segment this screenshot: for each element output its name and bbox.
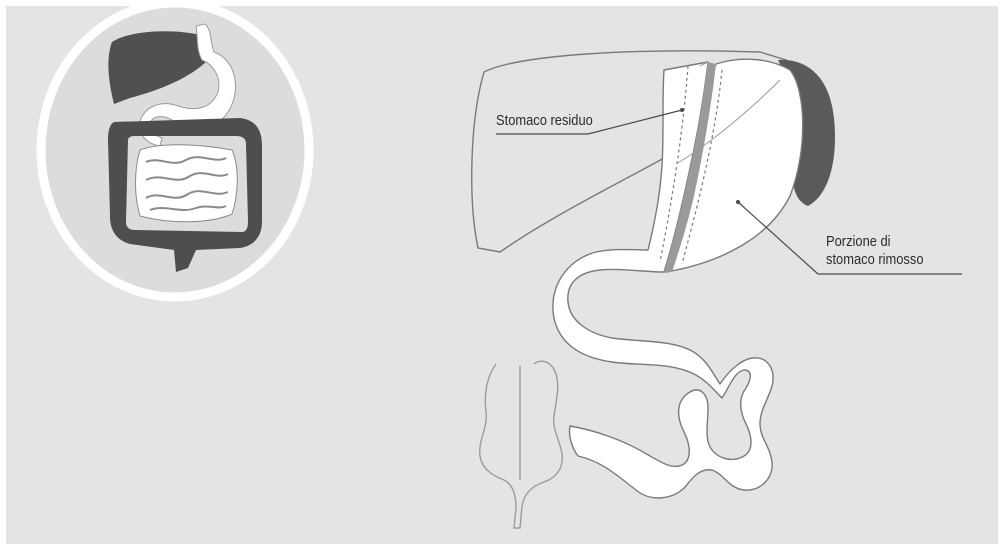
removed-portion-label-line1: Porzione di [826,233,924,251]
residual-stomach-label: Stomaco residuo [496,112,593,130]
removed-portion-label: Porzione di stomaco rimosso [826,233,924,269]
colon-outline [480,361,563,528]
removed-portion-label-line2: stomaco rimosso [826,251,924,269]
digestive-system-inset [41,3,309,297]
